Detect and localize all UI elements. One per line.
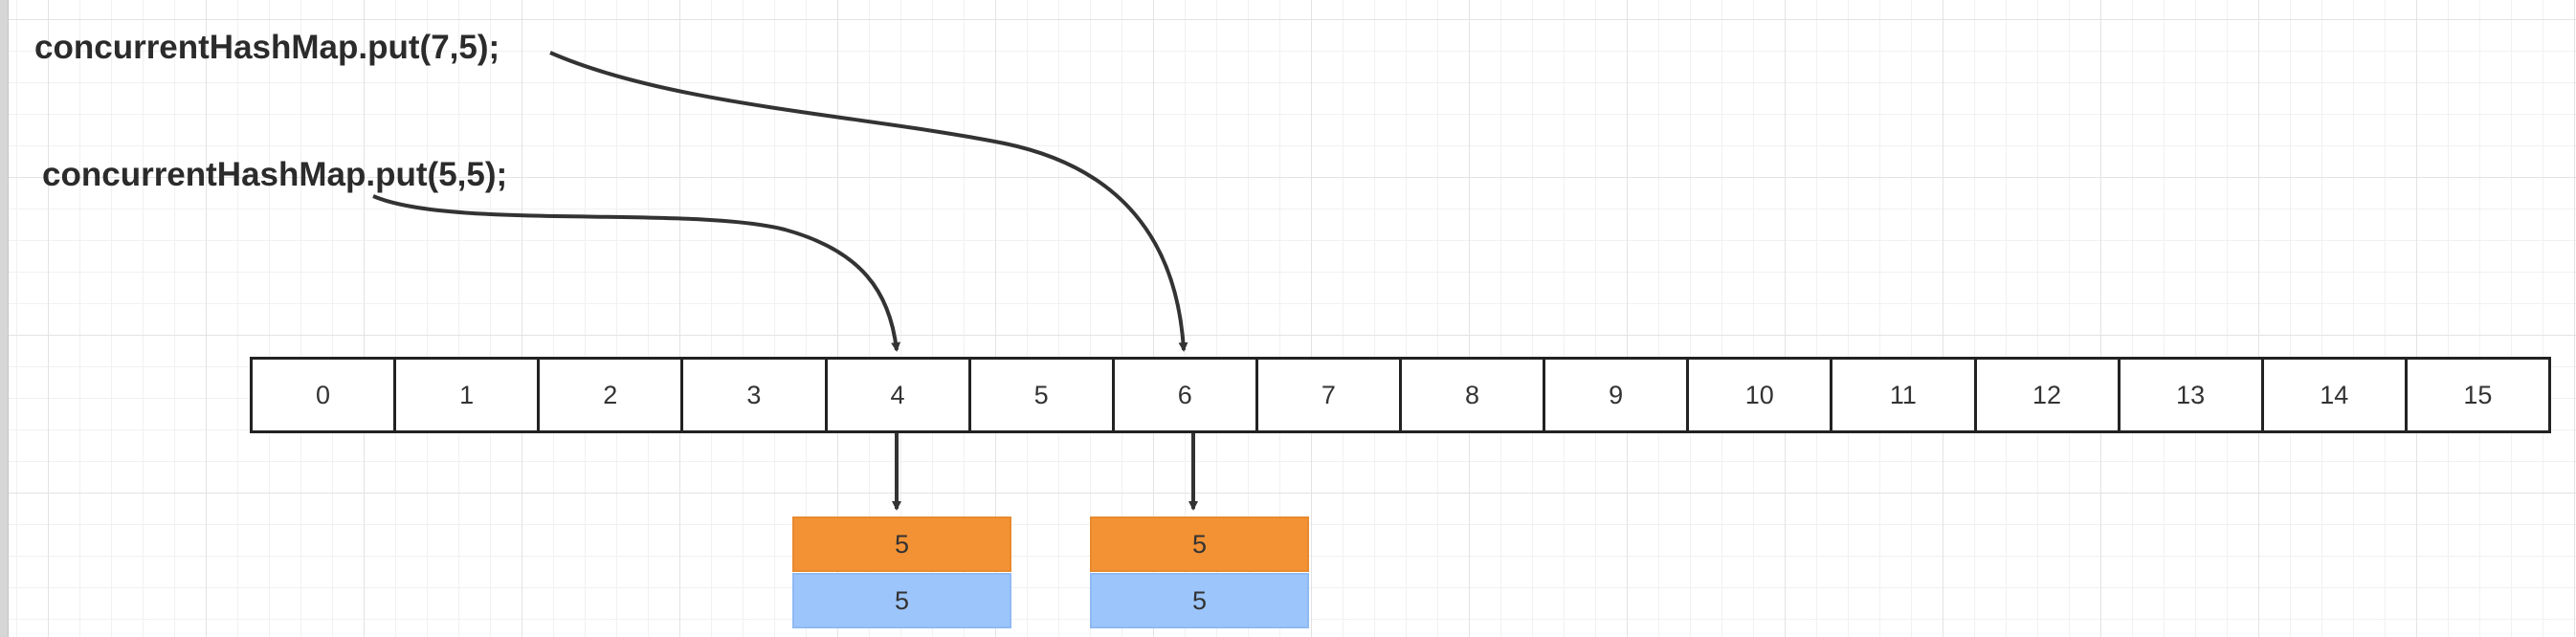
- array-cell-3: 3: [683, 360, 828, 430]
- put-statement-5: concurrentHashMap.put(5,5);: [42, 156, 508, 193]
- array-cell-12: 12: [1977, 360, 2121, 430]
- array-cell-1: 1: [396, 360, 541, 430]
- bucket-4-node-key: 5: [792, 516, 1011, 572]
- canvas-left-rail: [0, 0, 9, 637]
- array-cell-4: 4: [828, 360, 971, 430]
- array-cell-14: 14: [2264, 360, 2408, 430]
- array-cell-10: 10: [1689, 360, 1833, 430]
- array-cell-2: 2: [540, 360, 684, 430]
- bucket-6-node-key: 5: [1090, 516, 1309, 572]
- bucket-4-node-value: 5: [792, 573, 1011, 628]
- array-cell-9: 9: [1545, 360, 1690, 430]
- put-statement-7: concurrentHashMap.put(7,5);: [34, 29, 500, 66]
- bucket-6-node-value: 5: [1090, 573, 1309, 628]
- array-cell-13: 13: [2121, 360, 2264, 430]
- hash-table-array: 0 1 2 3 4 5 6 7 8 9 10 11 12 13 14 15: [250, 357, 2551, 433]
- array-cell-6: 6: [1115, 360, 1258, 430]
- array-cell-7: 7: [1258, 360, 1402, 430]
- array-cell-5: 5: [971, 360, 1115, 430]
- array-cell-8: 8: [1402, 360, 1546, 430]
- array-cell-11: 11: [1832, 360, 1977, 430]
- array-cell-15: 15: [2463, 380, 2493, 409]
- array-cell-0: 0: [253, 360, 397, 430]
